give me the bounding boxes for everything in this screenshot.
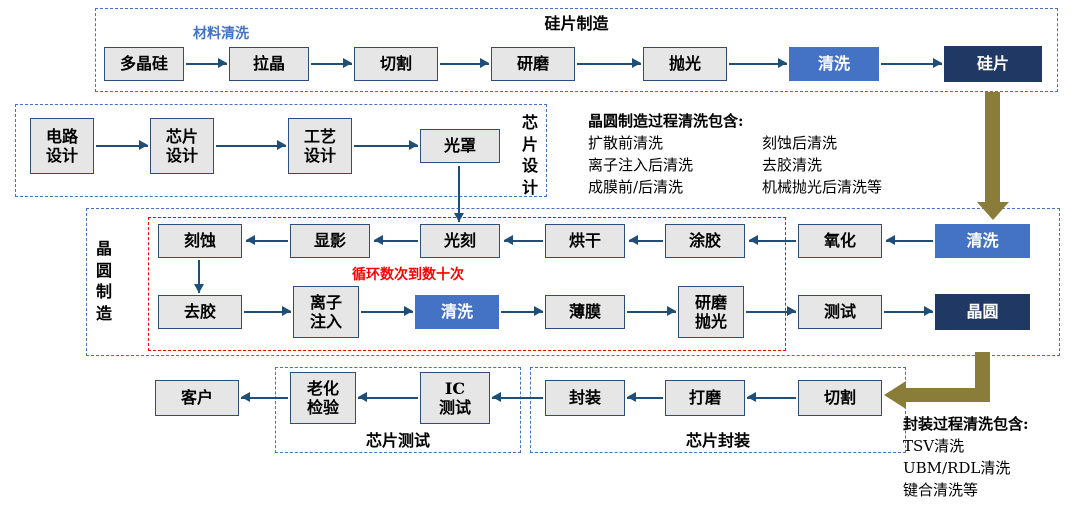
flow-arrow-left [749,235,796,245]
flow-arrow-left [627,392,663,402]
title-chip-testing: 芯片测试 [365,431,430,450]
node-ic-test: IC 测试 [420,372,490,424]
flow-arrow-right [244,306,291,316]
node-aging-inspection: 老化 检验 [290,372,356,424]
flow-arrow-left [747,392,796,402]
section-chip-testing [275,367,521,453]
title-chip-packaging: 芯片封装 [685,431,750,450]
note-wafer-cleaning: 晶圆制造过程清洗包含: [588,110,744,132]
note-line: 扩散前清洗 [588,134,664,152]
flow-arrow-right [96,140,148,150]
flow-arrow-right [501,306,543,316]
node-polysilicon: 多晶硅 [104,47,184,81]
node-testing: 测试 [798,295,882,329]
note-wafer-cleaning-col1: 扩散前清洗 离子注入后清洗 成膜前/后清洗 [588,132,693,198]
flow-arrow-left [374,235,418,245]
thick-arrow-left-head [884,381,906,409]
flow-arrow-down [194,260,204,293]
flow-arrow-left [492,392,543,402]
flow-arrow-right [881,58,942,68]
node-wafer: 晶圆 [935,294,1030,330]
note-line: 机械抛光后清洗等 [762,178,883,196]
note-wafer-cleaning-title: 晶圆制造过程清洗包含: [588,112,744,130]
node-oxidation: 氧化 [798,224,882,258]
node-lapping: 打磨 [665,380,745,416]
flow-arrow-left [886,235,933,245]
note-line: 刻蚀后清洗 [762,134,838,152]
note-line: TSV清洗 [903,437,965,455]
note-package-cleaning-title: 封装过程清洗包含: [903,415,1029,433]
node-silicon-wafer: 硅片 [944,46,1042,82]
node-crystal-pulling: 拉晶 [229,47,309,81]
node-circuit-design: 电路 设计 [30,118,94,174]
thick-arrow-down-head [977,202,1009,220]
section-chip-design [15,104,547,197]
flow-arrow-right [186,58,227,68]
flow-arrow-right [729,58,787,68]
node-etching: 刻蚀 [158,224,242,258]
note-line: 键合清洗等 [903,481,979,499]
thick-arrow-elbow-vertical [975,352,990,398]
note-line: UBM/RDL清洗 [903,459,1011,477]
note-package-cleaning: 封装过程清洗包含: TSV清洗 UBM/RDL清洗 键合清洗等 [903,413,1029,501]
node-resist-coating: 涂胶 [665,224,745,258]
node-developing: 显影 [290,224,370,258]
node-photomask: 光罩 [420,129,500,163]
note-line: 离子注入后清洗 [588,156,694,174]
node-customer: 客户 [155,380,239,416]
node-dicing: 切割 [798,380,882,416]
title-wafer-fabrication: 晶圆制造 [95,239,112,323]
thick-arrow-elbow-horizontal [906,388,990,402]
flow-arrow-right [354,140,418,150]
node-polishing: 抛光 [643,47,727,81]
flow-arrow-right [440,58,489,68]
cycle-loop-label: 循环数次到数十次 [352,267,464,283]
node-grinding: 研磨 [491,47,575,81]
thick-arrow-down-wafer [985,92,1000,204]
node-cleaning-pre-oxidation: 清洗 [935,224,1030,258]
section-wafer-fabrication [86,208,1060,356]
node-chip-design: 芯片 设计 [150,118,214,174]
flow-arrow-right [746,306,796,316]
section-silicon-wafer-manufacturing [95,8,1058,92]
flow-arrow-right [216,140,286,150]
section-chip-packaging [530,367,906,453]
title-chip-design: 芯片设计 [521,113,538,197]
node-packaging: 封装 [545,380,625,416]
flow-arrow-down [454,166,464,222]
flow-arrow-left [504,235,543,245]
node-resist-stripping: 去胶 [158,295,242,329]
material-cleaning-label: 材料清洗 [193,26,249,42]
cycle-loop-frame [148,217,786,351]
flow-arrow-left [241,392,288,402]
node-ion-implantation: 离子 注入 [293,286,359,338]
note-line: 去胶清洗 [762,156,823,174]
flow-arrow-left [358,392,418,402]
flow-arrow-left [246,235,288,245]
node-thin-film: 薄膜 [545,295,625,329]
flow-arrow-right [361,306,413,316]
node-photolithography: 光刻 [420,224,500,258]
flow-arrow-right [311,58,352,68]
node-cleaning-wafer-mfg: 清洗 [789,47,879,81]
note-wafer-cleaning-col2: 刻蚀后清洗 去胶清洗 机械抛光后清洗等 [762,132,882,198]
flow-arrow-right [884,306,933,316]
title-silicon-wafer-manufacturing: 硅片制造 [544,14,609,33]
node-cleaning-post-implant: 清洗 [415,295,499,329]
node-grinding-polishing: 研磨 抛光 [678,286,744,338]
note-line: 成膜前/后清洗 [588,178,684,196]
node-process-design: 工艺 设计 [288,118,352,174]
flow-arrow-left [629,235,663,245]
flow-arrow-right [577,58,641,68]
node-cutting: 切割 [354,47,438,81]
node-baking: 烘干 [545,224,625,258]
flow-arrow-right [627,306,676,316]
